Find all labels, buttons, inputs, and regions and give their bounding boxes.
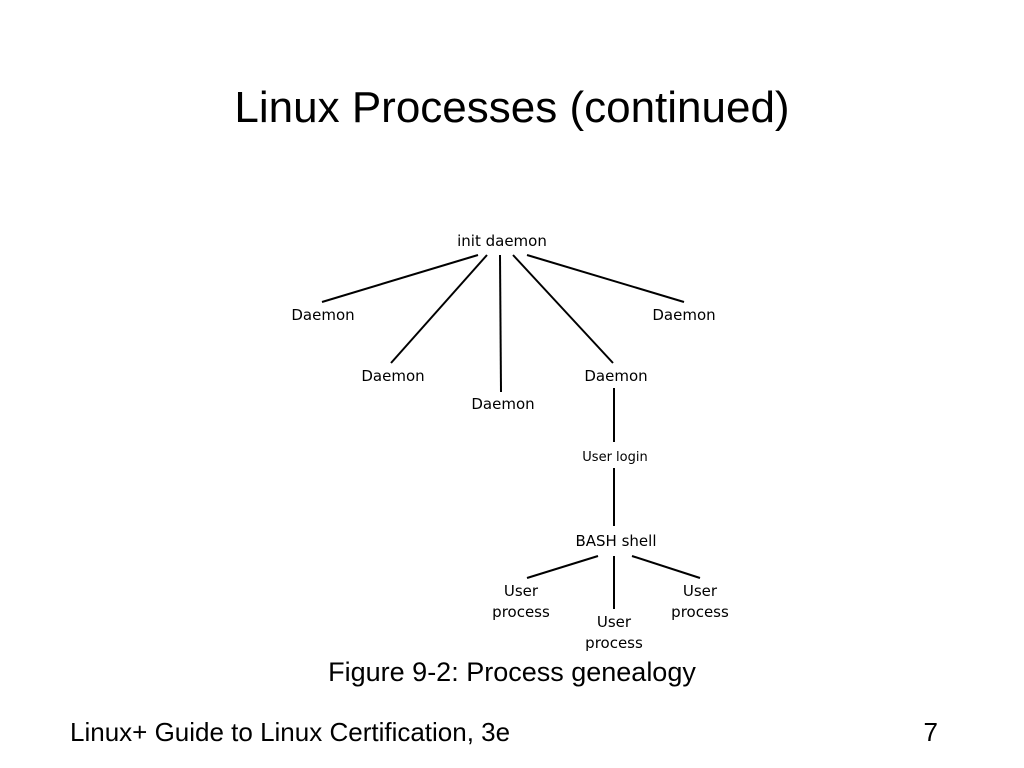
node-user-process-left-line1: User [504, 582, 539, 600]
node-daemon-far-right: Daemon [652, 306, 715, 324]
edge-init-to-daemon-left [390, 254, 488, 364]
page-number: 7 [923, 717, 938, 747]
node-bash-shell: BASH shell [575, 532, 656, 550]
node-user-login: User login [582, 450, 647, 465]
node-user-process-right-line2: process [671, 603, 729, 621]
edge-init-to-daemon-far-left [321, 254, 479, 303]
node-init-daemon: init daemon [457, 232, 547, 250]
slide-title: Linux Processes (continued) [234, 83, 790, 132]
node-daemon-far-left: Daemon [291, 306, 354, 324]
node-daemon-center: Daemon [471, 395, 534, 413]
edge-init-to-daemon-center [499, 254, 502, 393]
edge-shell-to-process-right [631, 555, 701, 579]
edge-init-to-daemon-far-right [526, 254, 685, 303]
node-daemon-right: Daemon [584, 367, 647, 385]
node-user-process-center-line1: User [597, 613, 632, 631]
node-user-process-right-line1: User [683, 582, 718, 600]
node-user-process-center-line2: process [585, 634, 643, 652]
node-daemon-left: Daemon [361, 367, 424, 385]
figure-caption: Figure 9-2: Process genealogy [328, 657, 696, 687]
edge-init-to-daemon-right [512, 254, 614, 364]
node-user-process-left-line2: process [492, 603, 550, 621]
footer-text: Linux+ Guide to Linux Certification, 3e [70, 717, 511, 747]
edge-shell-to-process-left [526, 555, 599, 579]
